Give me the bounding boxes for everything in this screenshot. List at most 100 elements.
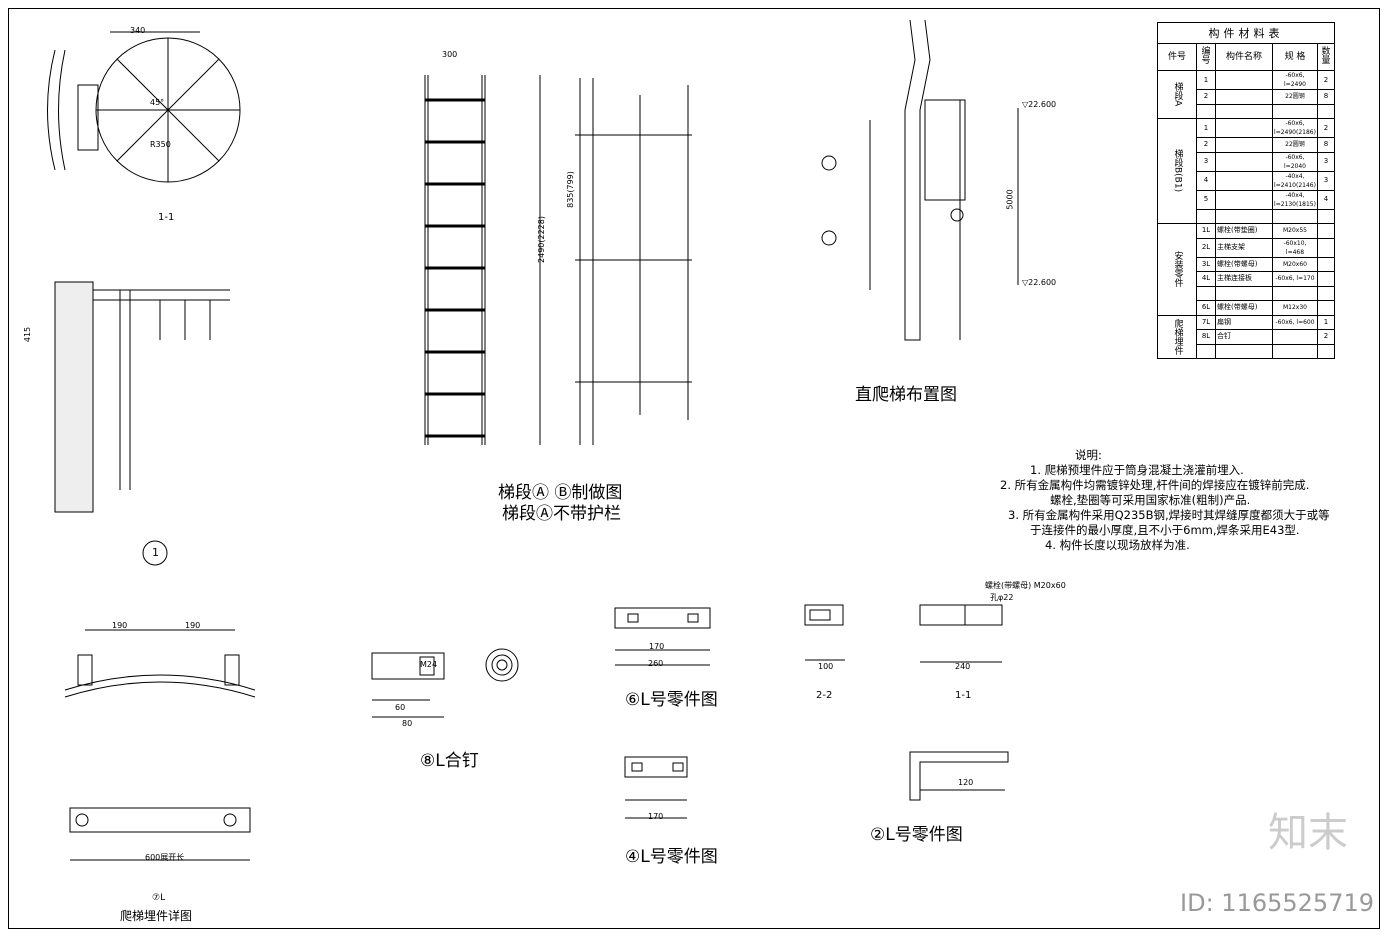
cell-no: 6L xyxy=(1196,300,1216,316)
cell-name xyxy=(1215,118,1273,138)
cell-qty: 8 xyxy=(1317,89,1335,105)
elevation-bottom: ▽22.600 xyxy=(1022,278,1057,287)
cell-name xyxy=(1215,70,1273,90)
drawing-frame xyxy=(8,8,1380,929)
part-2L-title: ②L号零件图 xyxy=(870,825,963,845)
note-line: 1. 爬梯预埋件应于筒身混凝土浇灌前埋入. xyxy=(1030,463,1244,477)
cell-spec: M12x30 xyxy=(1272,300,1318,316)
dim-2490: 2490(2228) xyxy=(536,216,546,263)
dim-300: 300 xyxy=(442,50,458,59)
cell-spec xyxy=(1272,329,1318,345)
cell-qty xyxy=(1317,300,1335,316)
cell-name xyxy=(1215,137,1273,153)
cell-no: 1 xyxy=(1196,70,1216,90)
cell-spec: -60x6, l=170 xyxy=(1272,271,1318,287)
cell-no: 2L xyxy=(1196,237,1216,258)
table-header: 构件名称 xyxy=(1215,43,1273,71)
section-label-2-2: 2-2 xyxy=(816,690,833,701)
elevation-top: ▽22.600 xyxy=(1022,100,1057,109)
cell-no: 1L xyxy=(1196,223,1216,239)
cell-qty: 2 xyxy=(1317,118,1335,138)
cell-no: 1 xyxy=(1196,118,1216,138)
part-4L-title: ④L号零件图 xyxy=(625,847,718,867)
group-label: 爬梯埋件 xyxy=(1157,314,1197,359)
table-row xyxy=(1158,285,1335,301)
embed-detail xyxy=(64,629,256,861)
watermark-logo: 知末 xyxy=(1268,810,1348,856)
dim-340: 340 xyxy=(130,26,146,35)
table-row: 5-40x4, l=2130(1815)4 xyxy=(1158,189,1335,210)
table-caption: 构件材料表 xyxy=(1157,22,1335,44)
cell-qty xyxy=(1317,271,1335,287)
cell-spec xyxy=(1272,285,1318,301)
cell-qty xyxy=(1317,237,1335,258)
plan-section-1-1 xyxy=(47,31,241,183)
note-line: 4. 构件长度以现场放样为准. xyxy=(1045,538,1190,552)
ladder-no-rail-title: 梯段Ⓐ不带护栏 xyxy=(502,504,621,524)
dim-100: 100 xyxy=(818,662,834,671)
cell-qty: 3 xyxy=(1317,170,1335,191)
cell-no: 4 xyxy=(1196,170,1216,191)
cell-spec: -60x6, l=2040 xyxy=(1272,151,1318,172)
cell-qty: 1 xyxy=(1317,314,1335,330)
cell-name xyxy=(1215,170,1273,191)
cell-qty xyxy=(1317,285,1335,301)
watermark-id: ID: 1165525719 xyxy=(1180,889,1374,917)
cell-spec: -60x6, l=2490 xyxy=(1272,70,1318,90)
cell-no: 8L xyxy=(1196,329,1216,345)
cell-name: 螺栓(带垫圈) xyxy=(1215,223,1273,239)
section-label-1-1: 1-1 xyxy=(158,212,175,223)
section-label-1-1-bottom: 1-1 xyxy=(955,690,972,701)
cell-spec: -40x4, l=2410(2146) xyxy=(1272,170,1318,191)
cell-no xyxy=(1196,103,1216,119)
table-header: 件号 xyxy=(1157,43,1197,71)
cell-name xyxy=(1215,89,1273,105)
cell-name xyxy=(1215,103,1273,119)
dim-190a: 190 xyxy=(112,621,128,630)
layout-title: 直爬梯布置图 xyxy=(855,385,957,405)
cell-no: 5 xyxy=(1196,189,1216,210)
cell-name: 扁钢 xyxy=(1215,314,1273,330)
dim-60: 60 xyxy=(395,703,406,712)
table-header: 数量 xyxy=(1317,43,1335,71)
detail-number-1: 1 xyxy=(152,546,159,559)
cell-spec: M20x55 xyxy=(1272,223,1318,239)
notes-heading: 说明: xyxy=(1075,448,1102,462)
cell-spec xyxy=(1272,343,1318,359)
part-4L xyxy=(624,756,688,819)
dim-240: 240 xyxy=(955,662,971,671)
cell-name: 主梯连接板 xyxy=(1215,271,1273,287)
cell-spec: M20x60 xyxy=(1272,256,1318,272)
group-label: 梯段A xyxy=(1157,70,1197,119)
note-line: 2. 所有金属构件均需镀锌处理,杆件间的焊接应在镀锌前完成. xyxy=(1000,478,1310,492)
dim-5000: 5000 xyxy=(1005,189,1015,210)
cell-no: 3L xyxy=(1196,256,1216,272)
cell-name xyxy=(1215,343,1273,359)
table-row xyxy=(1158,208,1335,224)
dim-r350: R350 xyxy=(150,140,171,149)
dim-190b: 190 xyxy=(185,621,201,630)
cell-spec xyxy=(1272,208,1318,224)
table-row: 梯段B(B1)1-60x6, l=2490(2186)2 xyxy=(1157,118,1335,224)
cell-no: 2 xyxy=(1196,137,1216,153)
dim-m24: M24 xyxy=(420,660,438,669)
group-label: 安装零件 xyxy=(1157,223,1197,316)
cell-no: 3 xyxy=(1196,151,1216,172)
cell-name xyxy=(1215,189,1273,210)
dim-260: 260 xyxy=(648,659,664,668)
note-line: 3. 所有金属构件采用Q235B钢,焊接时其焊缝厚度都须大于或等 xyxy=(1008,508,1330,522)
cell-spec xyxy=(1272,103,1318,119)
embed-title: 爬梯埋件详图 xyxy=(120,909,193,923)
table-row xyxy=(1158,103,1335,119)
cell-no xyxy=(1196,285,1216,301)
group-label: 梯段B(B1) xyxy=(1157,118,1197,224)
cell-no xyxy=(1196,343,1216,359)
